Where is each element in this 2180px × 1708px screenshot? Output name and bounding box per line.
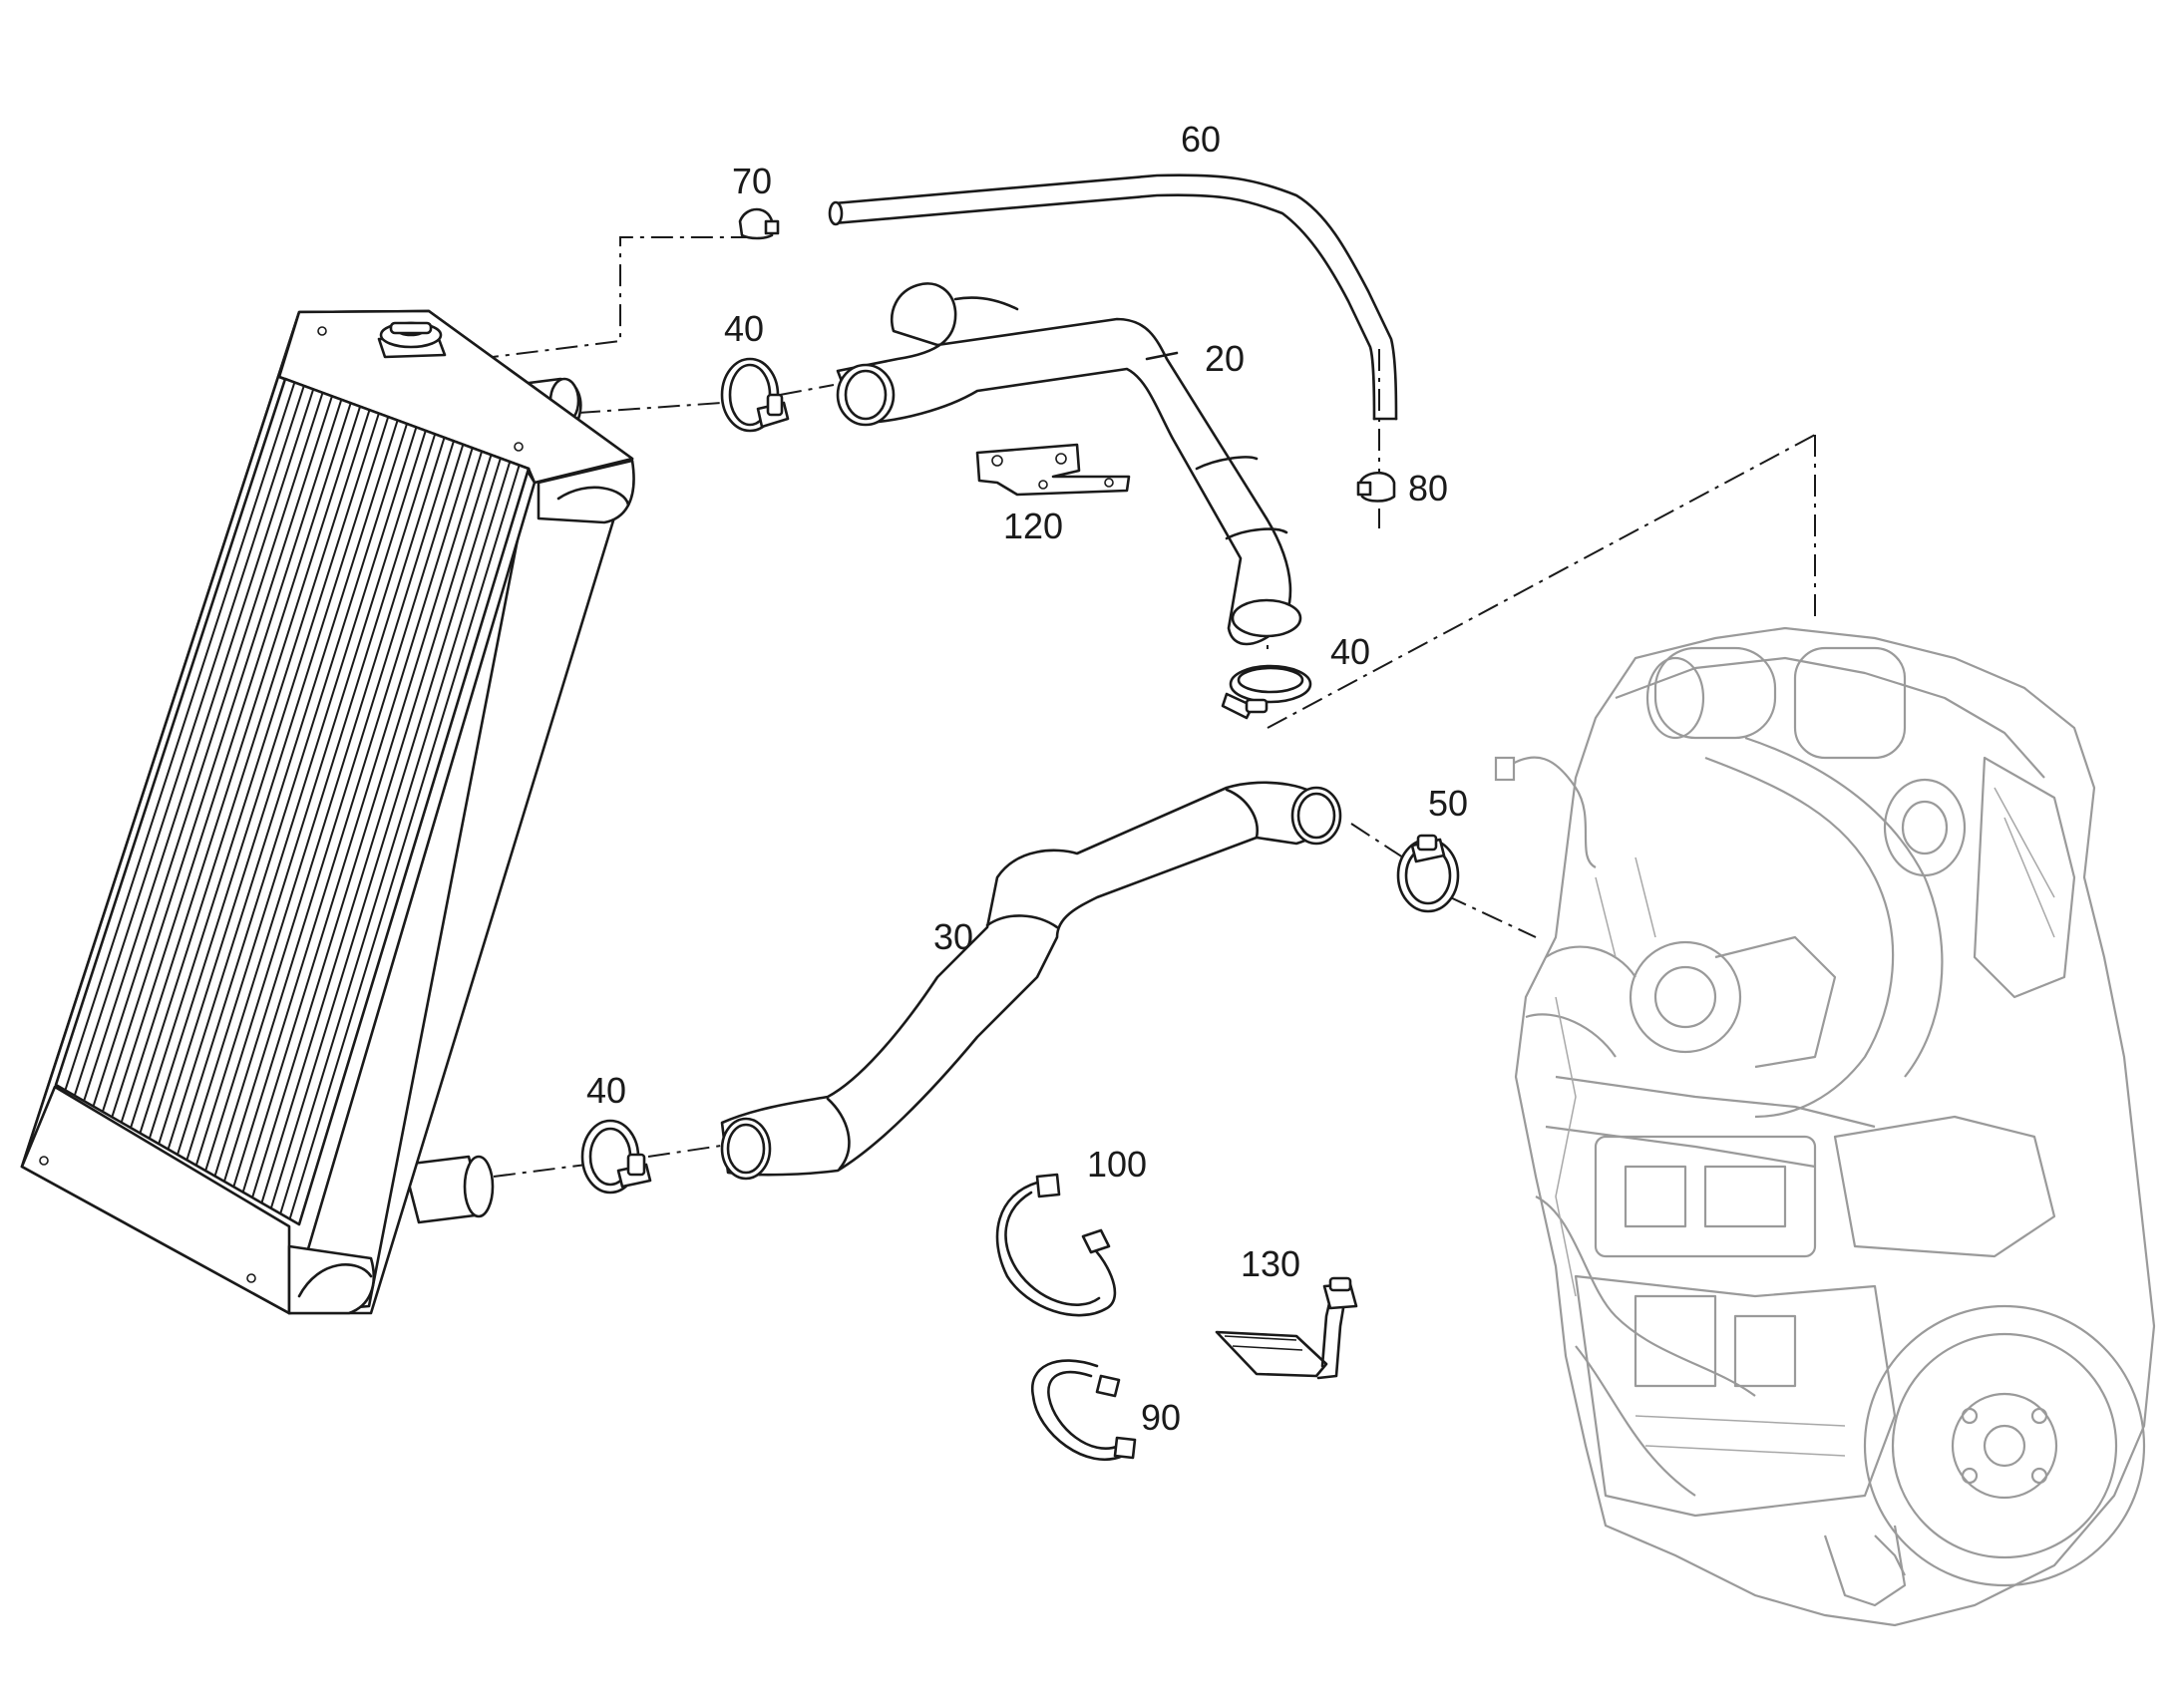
radiator-fin	[73, 385, 305, 1097]
radiator-filler-cap	[377, 321, 447, 359]
assembly-leader-lines	[476, 236, 1816, 1178]
radiator-fin	[194, 430, 427, 1167]
callout-20: 20	[1205, 338, 1245, 379]
radiator-fin	[158, 416, 390, 1145]
radiator-fin	[232, 444, 465, 1188]
callout-40-middle: 40	[1330, 631, 1370, 672]
radiator-fin	[148, 413, 380, 1140]
callout-40-top: 40	[724, 308, 764, 349]
part-100-band-clamp	[995, 1173, 1117, 1317]
radiator-fin	[111, 399, 343, 1118]
radiator-fin	[288, 465, 521, 1219]
radiator-fin	[92, 392, 324, 1107]
radiator-fins	[64, 382, 521, 1219]
callout-130: 130	[1241, 1243, 1300, 1284]
callout-80: 80	[1408, 468, 1448, 509]
callout-50: 50	[1428, 783, 1468, 824]
part-40-lower-clamp	[580, 1119, 652, 1195]
part-130-strap	[1215, 1276, 1358, 1380]
radiator-fin	[83, 389, 315, 1102]
callout-70: 70	[732, 161, 772, 201]
radiator-fin	[177, 423, 408, 1156]
callout-90: 90	[1141, 1397, 1181, 1438]
radiator-fin	[101, 396, 333, 1113]
radiator-fin	[279, 461, 512, 1214]
part-40-middle-clamp	[1221, 664, 1312, 720]
callout-100: 100	[1087, 1144, 1147, 1185]
radiator	[20, 309, 635, 1315]
radiator-fin	[213, 437, 446, 1177]
engine-assembly	[1494, 626, 2156, 1627]
radiator-fin	[185, 427, 418, 1161]
radiator-lower-outlet	[402, 1155, 495, 1224]
part-70-clamp	[738, 207, 780, 240]
part-120-bracket	[975, 443, 1131, 497]
callout-120: 120	[1003, 506, 1063, 546]
callout-30: 30	[933, 916, 973, 957]
callout-60: 60	[1181, 119, 1221, 160]
radiator-fin	[120, 402, 352, 1123]
radiator-fin	[222, 441, 455, 1183]
part-60-breather-hose	[828, 173, 1398, 421]
radiator-fin	[204, 434, 437, 1172]
radiator-fin	[64, 382, 296, 1091]
part-20-upper-hose	[836, 282, 1302, 646]
part-50-clamp	[1396, 834, 1460, 913]
callout-labels: 60 70 40 20 80 120 40 50 30 40 100 130 9…	[586, 119, 1468, 1438]
part-30-lower-hose	[720, 781, 1342, 1181]
part-80-clamp	[1356, 471, 1396, 503]
radiator-fin	[269, 458, 502, 1209]
callout-40-bottom: 40	[586, 1070, 626, 1111]
radiator-fin	[139, 409, 371, 1134]
radiator-fin	[130, 406, 362, 1129]
radiator-fin	[241, 447, 474, 1193]
part-40-upper-clamp	[720, 357, 790, 433]
radiator-fin	[260, 454, 493, 1203]
radiator-fin	[167, 420, 399, 1150]
radiator-fin	[251, 451, 484, 1198]
part-90-band-clamp	[1030, 1359, 1137, 1462]
